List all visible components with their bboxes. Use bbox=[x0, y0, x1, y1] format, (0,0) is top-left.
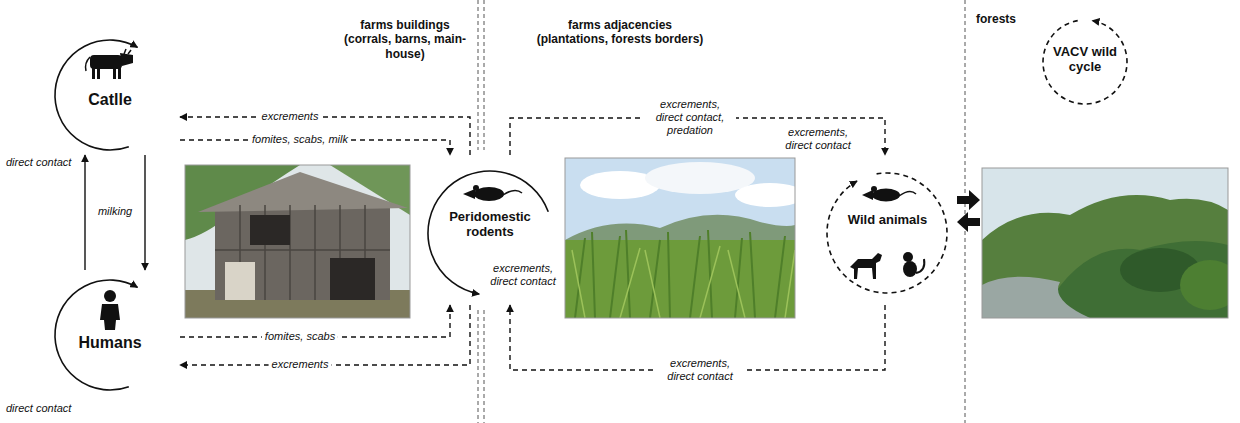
transmission-note: excrements, direct contact bbox=[488, 262, 558, 288]
animal-icon bbox=[90, 55, 122, 69]
transmission-arrow bbox=[144, 155, 145, 270]
edge-label: excrements bbox=[259, 110, 322, 123]
animal-icon bbox=[463, 189, 475, 199]
cycle-arrow bbox=[827, 173, 947, 293]
cycle-outline bbox=[820, 155, 955, 305]
planks bbox=[215, 205, 390, 300]
animal-icon bbox=[899, 191, 916, 196]
node-title: Peridomestic rodents bbox=[440, 210, 540, 240]
cane-blades bbox=[575, 230, 785, 318]
opening bbox=[250, 215, 290, 245]
exchange-arrow bbox=[957, 190, 980, 210]
animal-icon bbox=[97, 67, 100, 79]
transmission-note: direct contact bbox=[6, 402, 71, 415]
transmission-arrow bbox=[180, 305, 470, 365]
river bbox=[982, 277, 1090, 318]
barn-wall bbox=[215, 205, 390, 300]
zone-divider bbox=[484, 310, 485, 423]
animal-icon bbox=[113, 67, 116, 79]
animal-icon bbox=[903, 252, 913, 262]
cane-blades bbox=[572, 246, 795, 318]
sack bbox=[225, 262, 255, 300]
barn-roof bbox=[198, 172, 408, 212]
cycle-node: Catlle bbox=[40, 35, 180, 155]
zone-heading: farms adjacencies (plantations, forests … bbox=[535, 18, 705, 47]
zone-divider bbox=[965, 0, 966, 423]
photo-frame bbox=[565, 158, 795, 318]
sky bbox=[185, 165, 410, 318]
sky bbox=[565, 158, 795, 318]
animal-icon bbox=[86, 57, 91, 71]
edge-label: fomites, scabs, milk bbox=[249, 133, 351, 146]
cycle-arrow bbox=[1043, 21, 1127, 104]
transmission-arrow bbox=[84, 155, 85, 270]
node-title: VACV wild cycle bbox=[1049, 45, 1121, 75]
opening bbox=[330, 258, 375, 300]
animal-icon bbox=[850, 253, 882, 279]
animal-icon bbox=[503, 190, 522, 195]
photo-frame bbox=[982, 168, 1228, 318]
cycle-node: Wild animals bbox=[820, 155, 955, 305]
zone-heading: farms buildings (corrals, barns, main-ho… bbox=[335, 18, 475, 61]
cloud bbox=[735, 183, 795, 207]
zone-divider bbox=[478, 310, 479, 423]
animal-icon bbox=[104, 290, 116, 302]
zone-divider bbox=[478, 0, 479, 150]
cycle-arrow bbox=[55, 40, 138, 150]
node-title: Wild animals bbox=[848, 213, 927, 228]
node-title: Catlle bbox=[88, 91, 132, 109]
animal-icon bbox=[862, 190, 873, 200]
transmission-note: direct contact bbox=[6, 156, 71, 169]
animal-icon bbox=[473, 185, 479, 191]
barn-photo bbox=[185, 165, 410, 318]
animal-icon bbox=[903, 261, 917, 277]
photo-frame bbox=[185, 165, 410, 318]
trees bbox=[1180, 260, 1228, 310]
animal-icon bbox=[916, 259, 924, 273]
animal-icon bbox=[118, 67, 121, 79]
animal-icon bbox=[871, 186, 877, 192]
edge-label: excrements, direct contact, predation bbox=[644, 98, 736, 138]
transmission-arrow bbox=[180, 117, 470, 155]
zone-divider bbox=[484, 0, 485, 150]
edge-label: fomites, scabs bbox=[262, 330, 338, 343]
forest-photo bbox=[982, 168, 1228, 318]
cycle-node: VACV wild cycle bbox=[1035, 12, 1135, 112]
animal-icon bbox=[92, 67, 95, 79]
animal-icon bbox=[124, 49, 131, 54]
edge-label: milking bbox=[95, 205, 135, 218]
animal-icon bbox=[120, 53, 133, 66]
cane-field bbox=[565, 240, 795, 318]
animal-icon bbox=[100, 304, 120, 330]
transmission-note: excrements, direct contact bbox=[780, 126, 856, 152]
node-title: Humans bbox=[78, 334, 141, 352]
zone-heading: forests bbox=[976, 12, 1016, 26]
edge-label: excrements bbox=[269, 358, 332, 371]
cloud bbox=[645, 162, 755, 194]
edge-label: excrements, direct contact bbox=[654, 357, 746, 383]
cycle-node: Humans bbox=[40, 270, 180, 400]
exchange-arrow bbox=[957, 212, 980, 232]
plantation-photo bbox=[565, 158, 795, 318]
zone-divider bbox=[478, 0, 965, 423]
